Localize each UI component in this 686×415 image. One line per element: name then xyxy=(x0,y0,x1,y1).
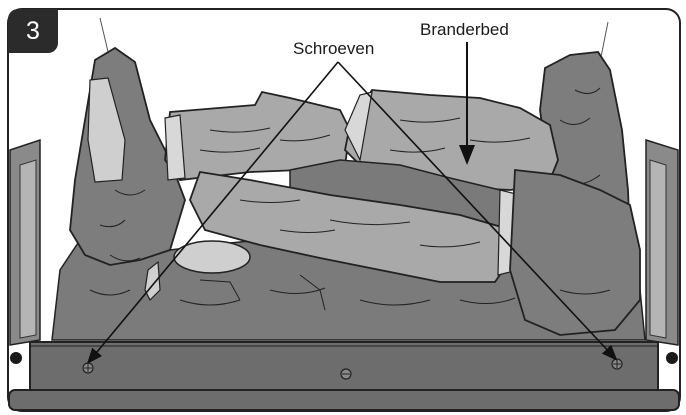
hearth-base xyxy=(9,390,679,410)
screws-label: Schroeven xyxy=(293,39,374,59)
screw-left-icon xyxy=(83,363,93,373)
side-hole-left xyxy=(10,352,22,364)
front-panel xyxy=(30,342,658,390)
screw-right-icon xyxy=(612,359,622,369)
screw-center-icon xyxy=(341,369,351,379)
step-number-badge: 3 xyxy=(8,9,58,53)
side-hole-right xyxy=(666,352,678,364)
firebox-right-side xyxy=(646,140,678,345)
firebox-left-side xyxy=(10,140,40,345)
burner-bed-label: Branderbed xyxy=(420,20,509,40)
